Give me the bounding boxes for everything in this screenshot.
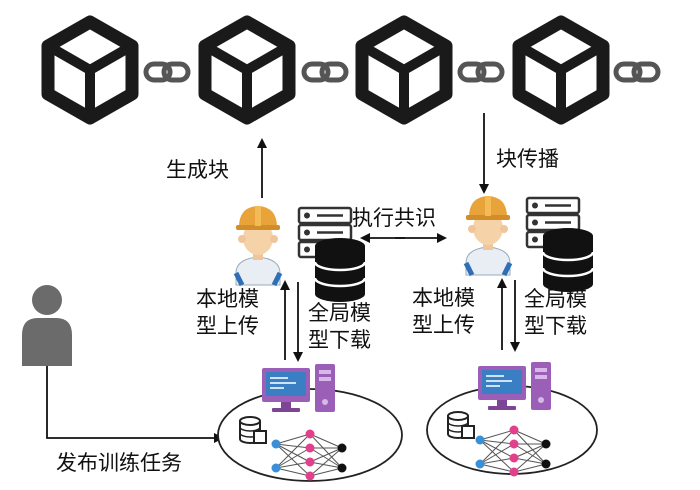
- local-upload-line-1: 本地模: [412, 286, 475, 310]
- person-icon: [22, 285, 72, 366]
- global-download-line-1: 全局模: [308, 301, 371, 325]
- generate-block-label: 生成块: [166, 158, 229, 182]
- block-icon: [362, 22, 446, 118]
- global-download-line-1: 全局模: [524, 287, 587, 311]
- chain-link-icon: [146, 64, 188, 80]
- block-icon: [48, 22, 132, 118]
- publish-task-label: 发布训练任务: [56, 451, 182, 475]
- block-broadcast-label: 块传播: [496, 147, 559, 171]
- database-icon: [541, 226, 595, 294]
- blockchain: [48, 22, 658, 118]
- publish-task-arrow: [46, 366, 224, 443]
- local-upload-line-1: 本地模: [196, 287, 259, 311]
- execute-consensus-label: 执行共识: [352, 206, 436, 230]
- local-upload-line-2: 型上传: [412, 313, 475, 337]
- miner-icon: [236, 206, 280, 285]
- local-upload-label-left: 本地模 型上传: [196, 286, 286, 340]
- chain-link-icon: [616, 64, 658, 80]
- global-download-line-2: 型下载: [524, 314, 587, 338]
- block-icon: [205, 22, 289, 118]
- global-download-line-2: 型下载: [308, 328, 371, 352]
- database-icon: [313, 236, 367, 304]
- global-download-label-left: 全局模 型下载: [308, 300, 398, 354]
- global-download-label-right: 全局模 型下载: [524, 286, 614, 340]
- chain-link-icon: [460, 64, 502, 80]
- local-upload-label-right: 本地模 型上传: [412, 285, 502, 339]
- chain-link-icon: [304, 64, 346, 80]
- block-icon: [519, 22, 603, 118]
- miner-icon: [466, 196, 510, 275]
- local-upload-line-2: 型上传: [196, 314, 259, 338]
